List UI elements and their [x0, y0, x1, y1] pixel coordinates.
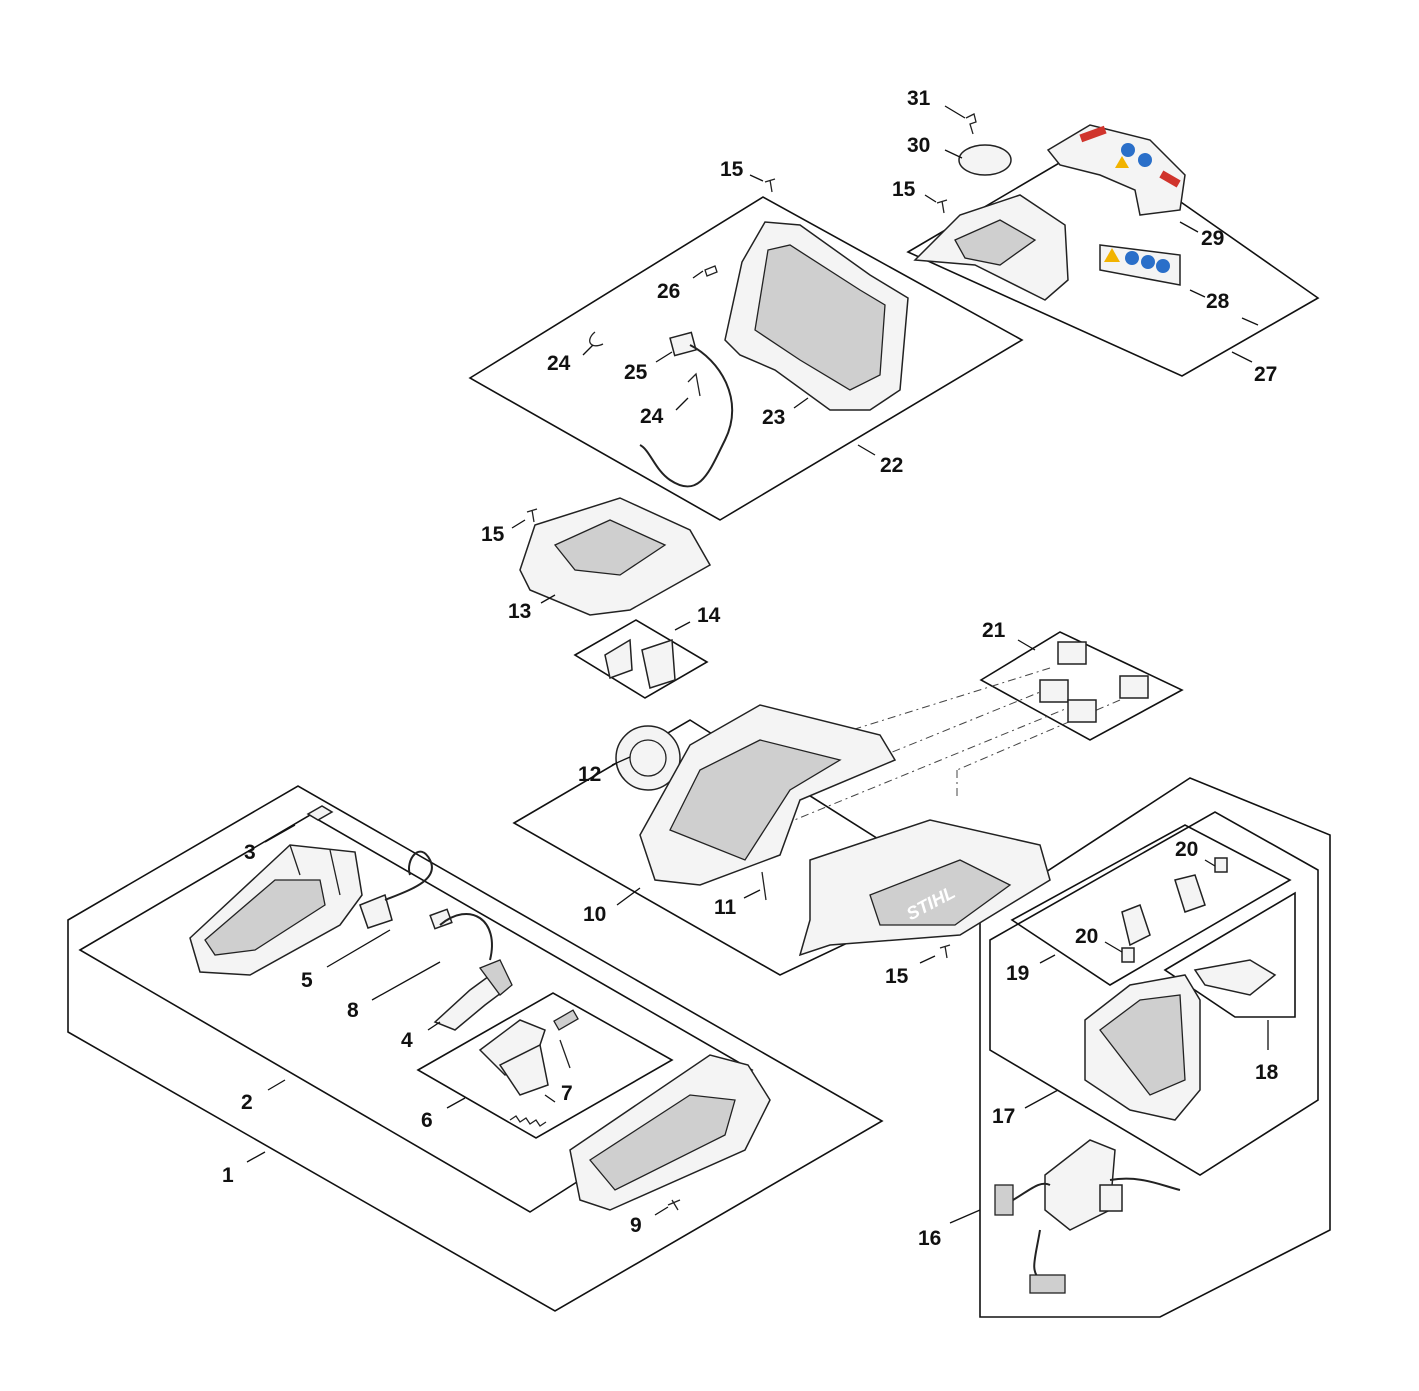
- part-8-wire-harness: [429, 908, 493, 961]
- label-blue-icon-c: [1125, 251, 1139, 265]
- label-red-strip-b: [1159, 170, 1181, 188]
- part-20-pad-b: [1121, 947, 1135, 963]
- plane-assembly-17: [989, 811, 1319, 1176]
- part-6-lever-set: [478, 1009, 579, 1096]
- callout-25: 25: [624, 361, 648, 384]
- plane-assembly-22: [468, 196, 1024, 521]
- label-blue-icon-d: [1141, 255, 1155, 269]
- part-15-screw-d: [939, 944, 951, 959]
- part-28-warning-label: [1099, 244, 1181, 286]
- part-11-pin: [761, 871, 767, 901]
- label-red-strip-a: [1079, 125, 1107, 143]
- callout-8: 8: [347, 999, 359, 1022]
- plane-assembly-1: [67, 785, 884, 1312]
- callout-2: 2: [241, 1091, 253, 1114]
- plane-assembly-16-outer: [979, 777, 1331, 1318]
- part-24-clip-a: [589, 331, 604, 347]
- part-14-pads: [604, 638, 676, 689]
- callout-4: 4: [401, 1029, 413, 1052]
- callout-7: 7: [561, 1082, 573, 1105]
- part-15-screw-a: [764, 178, 776, 193]
- callout-6: 6: [421, 1109, 433, 1132]
- plane-assembly-14: [573, 619, 709, 699]
- part-25-cable: [639, 331, 734, 488]
- part-16-electronics: [994, 1139, 1181, 1294]
- part-5-switch: [359, 850, 433, 929]
- callout-11: 11: [714, 896, 737, 919]
- label-blue-icon-a: [1121, 143, 1135, 157]
- callout-17: 17: [992, 1105, 1015, 1128]
- part-26-screw: [704, 265, 718, 277]
- part-13-top-cover: [519, 497, 712, 616]
- part-12-gasket: [615, 725, 681, 791]
- plane-assembly-27: [906, 141, 1320, 377]
- callout-28: 28: [1206, 290, 1230, 313]
- part-1-handle-right: [569, 1054, 771, 1211]
- part-19-release: [1121, 874, 1206, 947]
- part-23-loop-handle: [724, 221, 909, 411]
- callout-14: 14: [697, 604, 721, 627]
- leader-lines: [246, 105, 1269, 1224]
- callout-1: 1: [222, 1164, 234, 1187]
- callout-31: 31: [907, 87, 931, 110]
- callout-9: 9: [630, 1214, 642, 1237]
- callout-20-mid: 20: [1075, 925, 1098, 948]
- callout-15-left: 15: [481, 523, 505, 546]
- label-blue-icon-e: [1156, 259, 1170, 273]
- part-27-handle-cover: [913, 194, 1069, 301]
- part-18-latch: [1193, 959, 1277, 996]
- callout-22: 22: [880, 454, 903, 477]
- part-30-cap: [958, 144, 1012, 176]
- callout-24-top: 24: [547, 352, 571, 375]
- callout-19: 19: [1006, 962, 1029, 985]
- callout-21: 21: [982, 619, 1006, 642]
- callout-16: 16: [918, 1227, 941, 1250]
- part-24-clip-b: [687, 372, 701, 397]
- part-10-main-housing: [639, 704, 897, 886]
- plane-assembly-21: [979, 631, 1184, 741]
- plane-assembly-18: [1163, 891, 1296, 1018]
- callout-30: 30: [907, 134, 930, 157]
- part-4-trigger: [433, 959, 513, 1031]
- callout-15-bottom: 15: [885, 965, 909, 988]
- callout-15-right: 15: [892, 178, 916, 201]
- part-7-spring: [509, 1115, 547, 1127]
- callout-13: 13: [508, 600, 531, 623]
- label-yellow-warning-b: [1104, 248, 1120, 262]
- callout-29: 29: [1201, 227, 1224, 250]
- part-3-label: [306, 805, 334, 821]
- callout-23: 23: [762, 406, 785, 429]
- callout-10: 10: [583, 903, 606, 926]
- part-15-screw-c: [526, 508, 538, 523]
- callout-labels: 31 30 15 15 29 28 27 26 24 25 24 23 22 1…: [222, 87, 1279, 1250]
- callout-5: 5: [301, 969, 313, 992]
- callout-26: 26: [657, 280, 680, 303]
- part-29-warning-label: [1046, 124, 1186, 216]
- callout-3: 3: [244, 841, 256, 864]
- callout-15-top: 15: [720, 158, 744, 181]
- callout-18: 18: [1255, 1061, 1279, 1084]
- part-31-screw: [965, 113, 977, 135]
- part-2-handle-left: [189, 844, 363, 976]
- part-15-housing-cover: STIHL: [798, 819, 1051, 957]
- part-21-switch-set: [1039, 641, 1149, 723]
- part-9-screw: [667, 1199, 681, 1211]
- callout-20-top: 20: [1175, 838, 1198, 861]
- plane-assembly-19: [1010, 824, 1292, 986]
- plane-assembly-6: [416, 992, 674, 1139]
- part-17-battery-housing: [1084, 974, 1201, 1121]
- part-20-pad-a: [1214, 857, 1228, 873]
- callout-24-mid: 24: [640, 405, 664, 428]
- label-yellow-warning-a: [1115, 156, 1129, 168]
- callout-27: 27: [1254, 363, 1277, 386]
- label-blue-icon-b: [1138, 153, 1152, 167]
- callout-12: 12: [578, 763, 601, 786]
- part-15-screw-b: [936, 199, 948, 214]
